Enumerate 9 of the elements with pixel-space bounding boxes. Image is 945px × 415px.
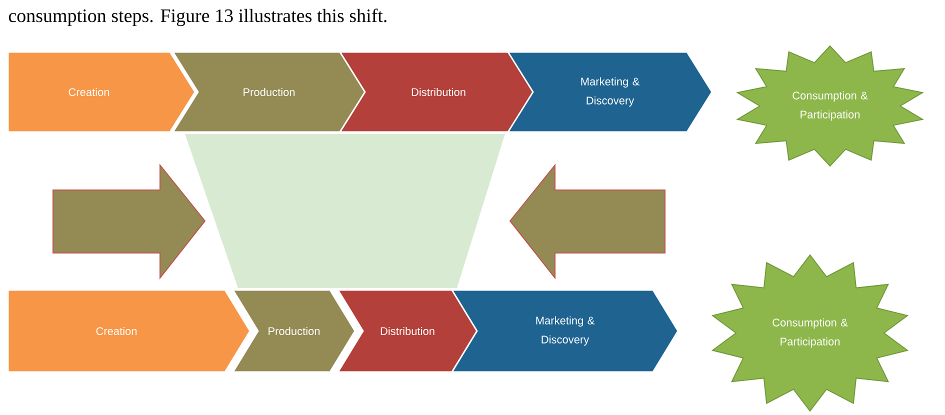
process-step: Distribution bbox=[336, 289, 478, 373]
process-step: Marketing & Discovery bbox=[506, 51, 713, 133]
process-step: Creation bbox=[7, 51, 196, 133]
process-step: Production bbox=[172, 51, 366, 133]
paragraph-text: consumption steps. Figure 13 illustrates this shift. bbox=[8, 8, 386, 26]
process-step: Distribution bbox=[338, 51, 538, 133]
process-step: Creation bbox=[7, 289, 251, 373]
process-step: Marketing & Discovery bbox=[450, 289, 679, 373]
process-step: Production bbox=[232, 289, 356, 373]
